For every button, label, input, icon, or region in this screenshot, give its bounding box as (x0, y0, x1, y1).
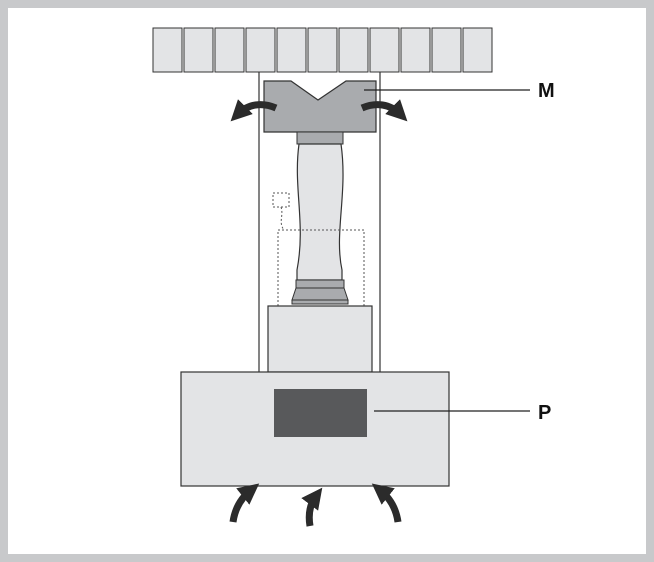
v-die-block (263, 80, 377, 133)
top-block (431, 27, 462, 73)
top-block (369, 27, 400, 73)
top-block (276, 27, 307, 73)
lower-collar-ring (295, 279, 345, 289)
label-p: P (538, 402, 551, 424)
curved-arrow-icon (230, 99, 278, 122)
top-block (462, 27, 493, 73)
diagram-frame: M P (8, 8, 646, 554)
top-block (307, 27, 338, 73)
curved-arrow-icon (229, 483, 260, 523)
label-m: M (538, 80, 555, 102)
dotted-sensor-lead (280, 206, 285, 231)
top-block (338, 27, 369, 73)
top-block (152, 27, 183, 73)
curved-arrow-icon (301, 487, 323, 527)
ram-block (267, 305, 373, 373)
top-block (400, 27, 431, 73)
top-block-row (152, 27, 493, 73)
curved-arrow-icon (360, 99, 408, 122)
top-block (183, 27, 214, 73)
curved-arrow-icon (371, 483, 402, 523)
dotted-sensor-box (272, 192, 290, 208)
base-panel (274, 389, 367, 437)
top-block (245, 27, 276, 73)
lower-collar-plate (291, 299, 349, 305)
press-machine-diagram: M P (152, 27, 555, 527)
top-block (214, 27, 245, 73)
lower-collar-base (291, 287, 349, 301)
upper-collar (296, 131, 344, 145)
workpiece-column (296, 143, 344, 281)
